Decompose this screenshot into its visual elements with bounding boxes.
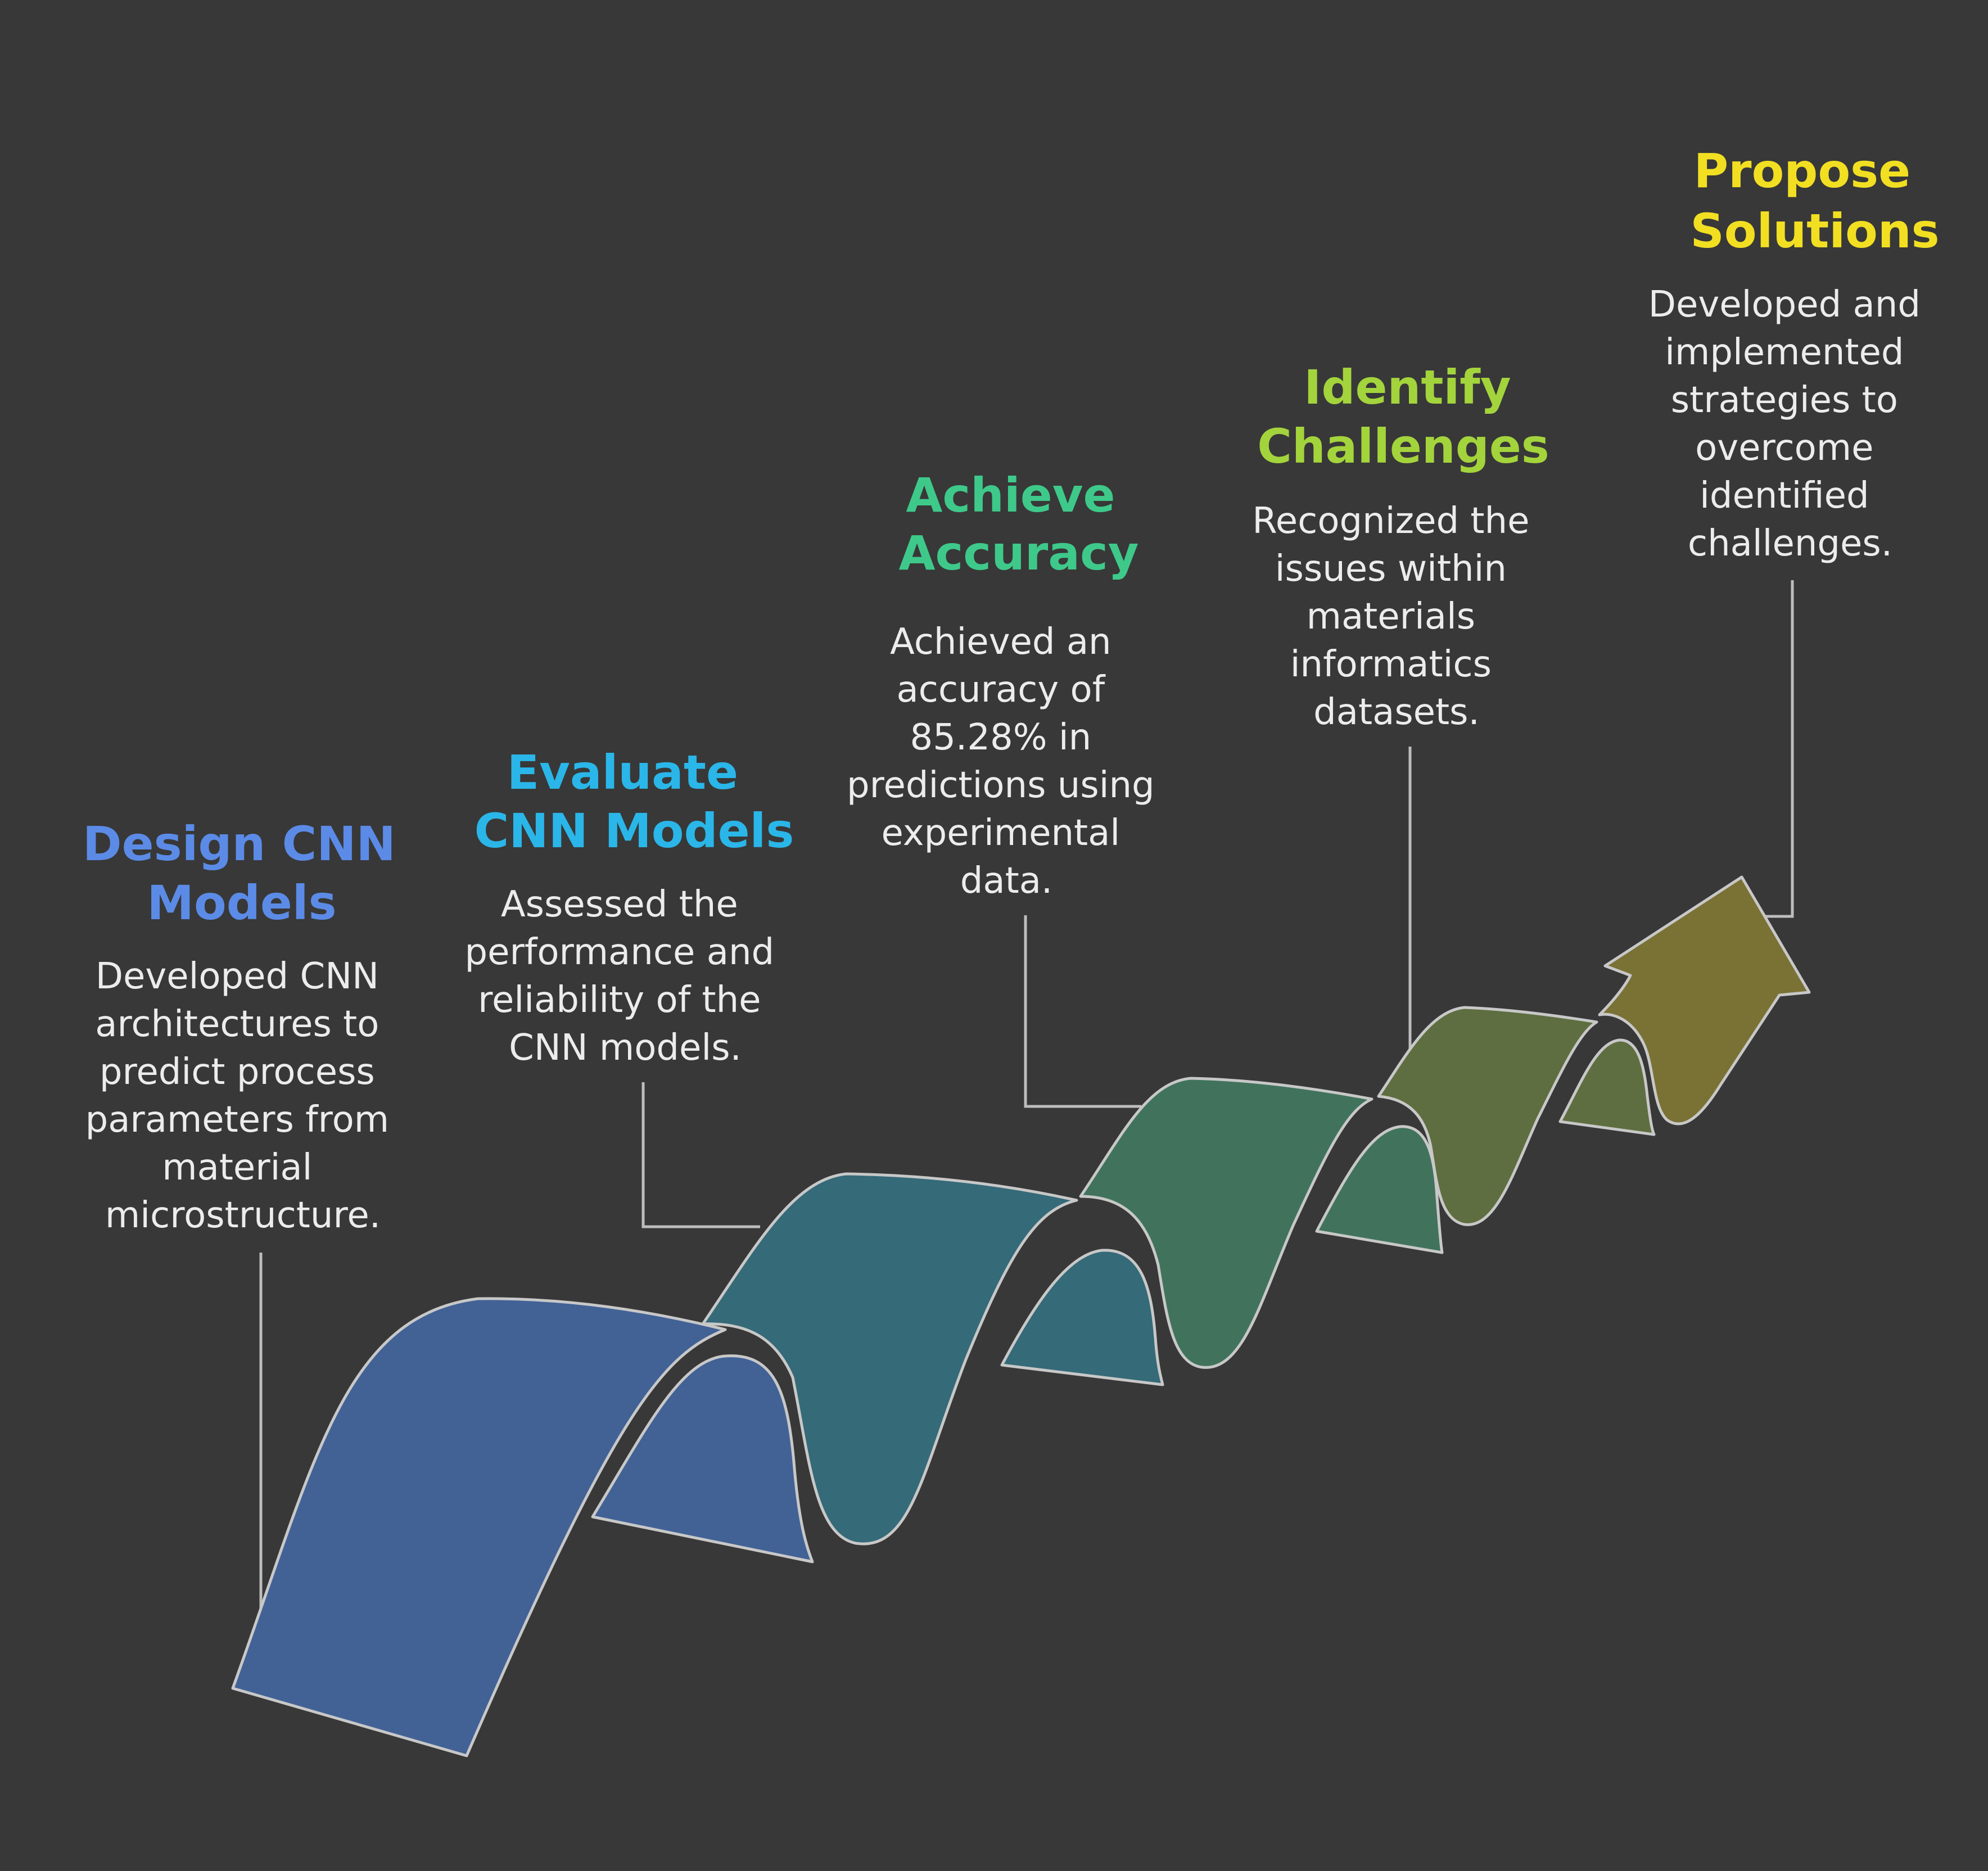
ribbon-1-back-fold xyxy=(591,1354,814,1563)
step-5-title: Propose Solutions xyxy=(1690,143,1939,259)
ribbon-segment-5-arrow xyxy=(1598,875,1811,1126)
step-4-title: Identify Challenges xyxy=(1257,360,1549,474)
step-1-design-cnn-models: Design CNN Models Developed CNN architec… xyxy=(83,816,412,1236)
step-3-achieve-accuracy: Achieve Accuracy Achieved an accuracy of… xyxy=(847,468,1166,902)
ribbon-1-front-face xyxy=(231,1297,727,1757)
step-4-identify-challenges: Identify Challenges Recognized the issue… xyxy=(1252,360,1549,733)
step-5-propose-solutions: Propose Solutions Developed and implemen… xyxy=(1648,143,1940,564)
leader-line-step-5 xyxy=(1760,580,1794,918)
step-2-title: Evaluate CNN Models xyxy=(475,745,794,858)
step-5-description: Developed and implemented strategies to … xyxy=(1648,284,1932,564)
ribbon-4-back-fold xyxy=(1558,1038,1656,1136)
step-1-description: Developed CNN architectures to predict p… xyxy=(85,956,401,1236)
step-3-title: Achieve Accuracy xyxy=(898,468,1138,581)
ribbon-segment-1 xyxy=(231,1297,814,1757)
ribbon-segment-3 xyxy=(1079,1077,1444,1369)
ribbon-3-back-fold xyxy=(1315,1125,1444,1254)
leader-line-step-3 xyxy=(1024,915,1141,1108)
ribbon-segment-4 xyxy=(1377,1006,1656,1226)
step-2-evaluate-cnn-models: Evaluate CNN Models Assessed the perform… xyxy=(465,745,794,1069)
leader-line-step-2 xyxy=(641,1082,760,1228)
ribbon-segment-2 xyxy=(701,1172,1164,1545)
ribbon-5-arrow-head xyxy=(1598,875,1811,1126)
ribbon-4-front-face xyxy=(1377,1006,1598,1226)
step-3-description: Achieved an accuracy of 85.28% in predic… xyxy=(847,621,1166,902)
leader-lines xyxy=(259,580,1794,1608)
step-2-description: Assessed the performance and reliability… xyxy=(465,884,786,1069)
step-1-title: Design CNN Models xyxy=(83,816,412,930)
ribbon-3-front-face xyxy=(1079,1077,1373,1369)
ribbon-2-front-face xyxy=(701,1172,1078,1545)
ribbon-2-back-fold xyxy=(1000,1249,1164,1386)
step-4-description: Recognized the issues within materials i… xyxy=(1252,500,1541,733)
